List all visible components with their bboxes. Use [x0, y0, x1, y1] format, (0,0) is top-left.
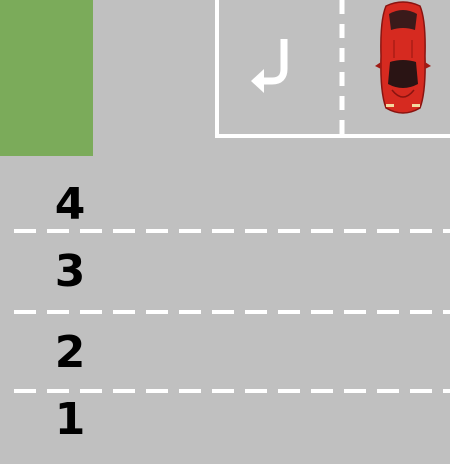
lane-number-4: 4: [54, 179, 86, 230]
lane-number-1: 1: [54, 394, 86, 445]
red-car-icon: [375, 1, 431, 114]
u-turn-left-arrow-icon: [251, 39, 288, 93]
lane-number-2: 2: [54, 327, 86, 378]
lane-number-3: 3: [54, 246, 86, 297]
grass-area: [0, 0, 93, 156]
